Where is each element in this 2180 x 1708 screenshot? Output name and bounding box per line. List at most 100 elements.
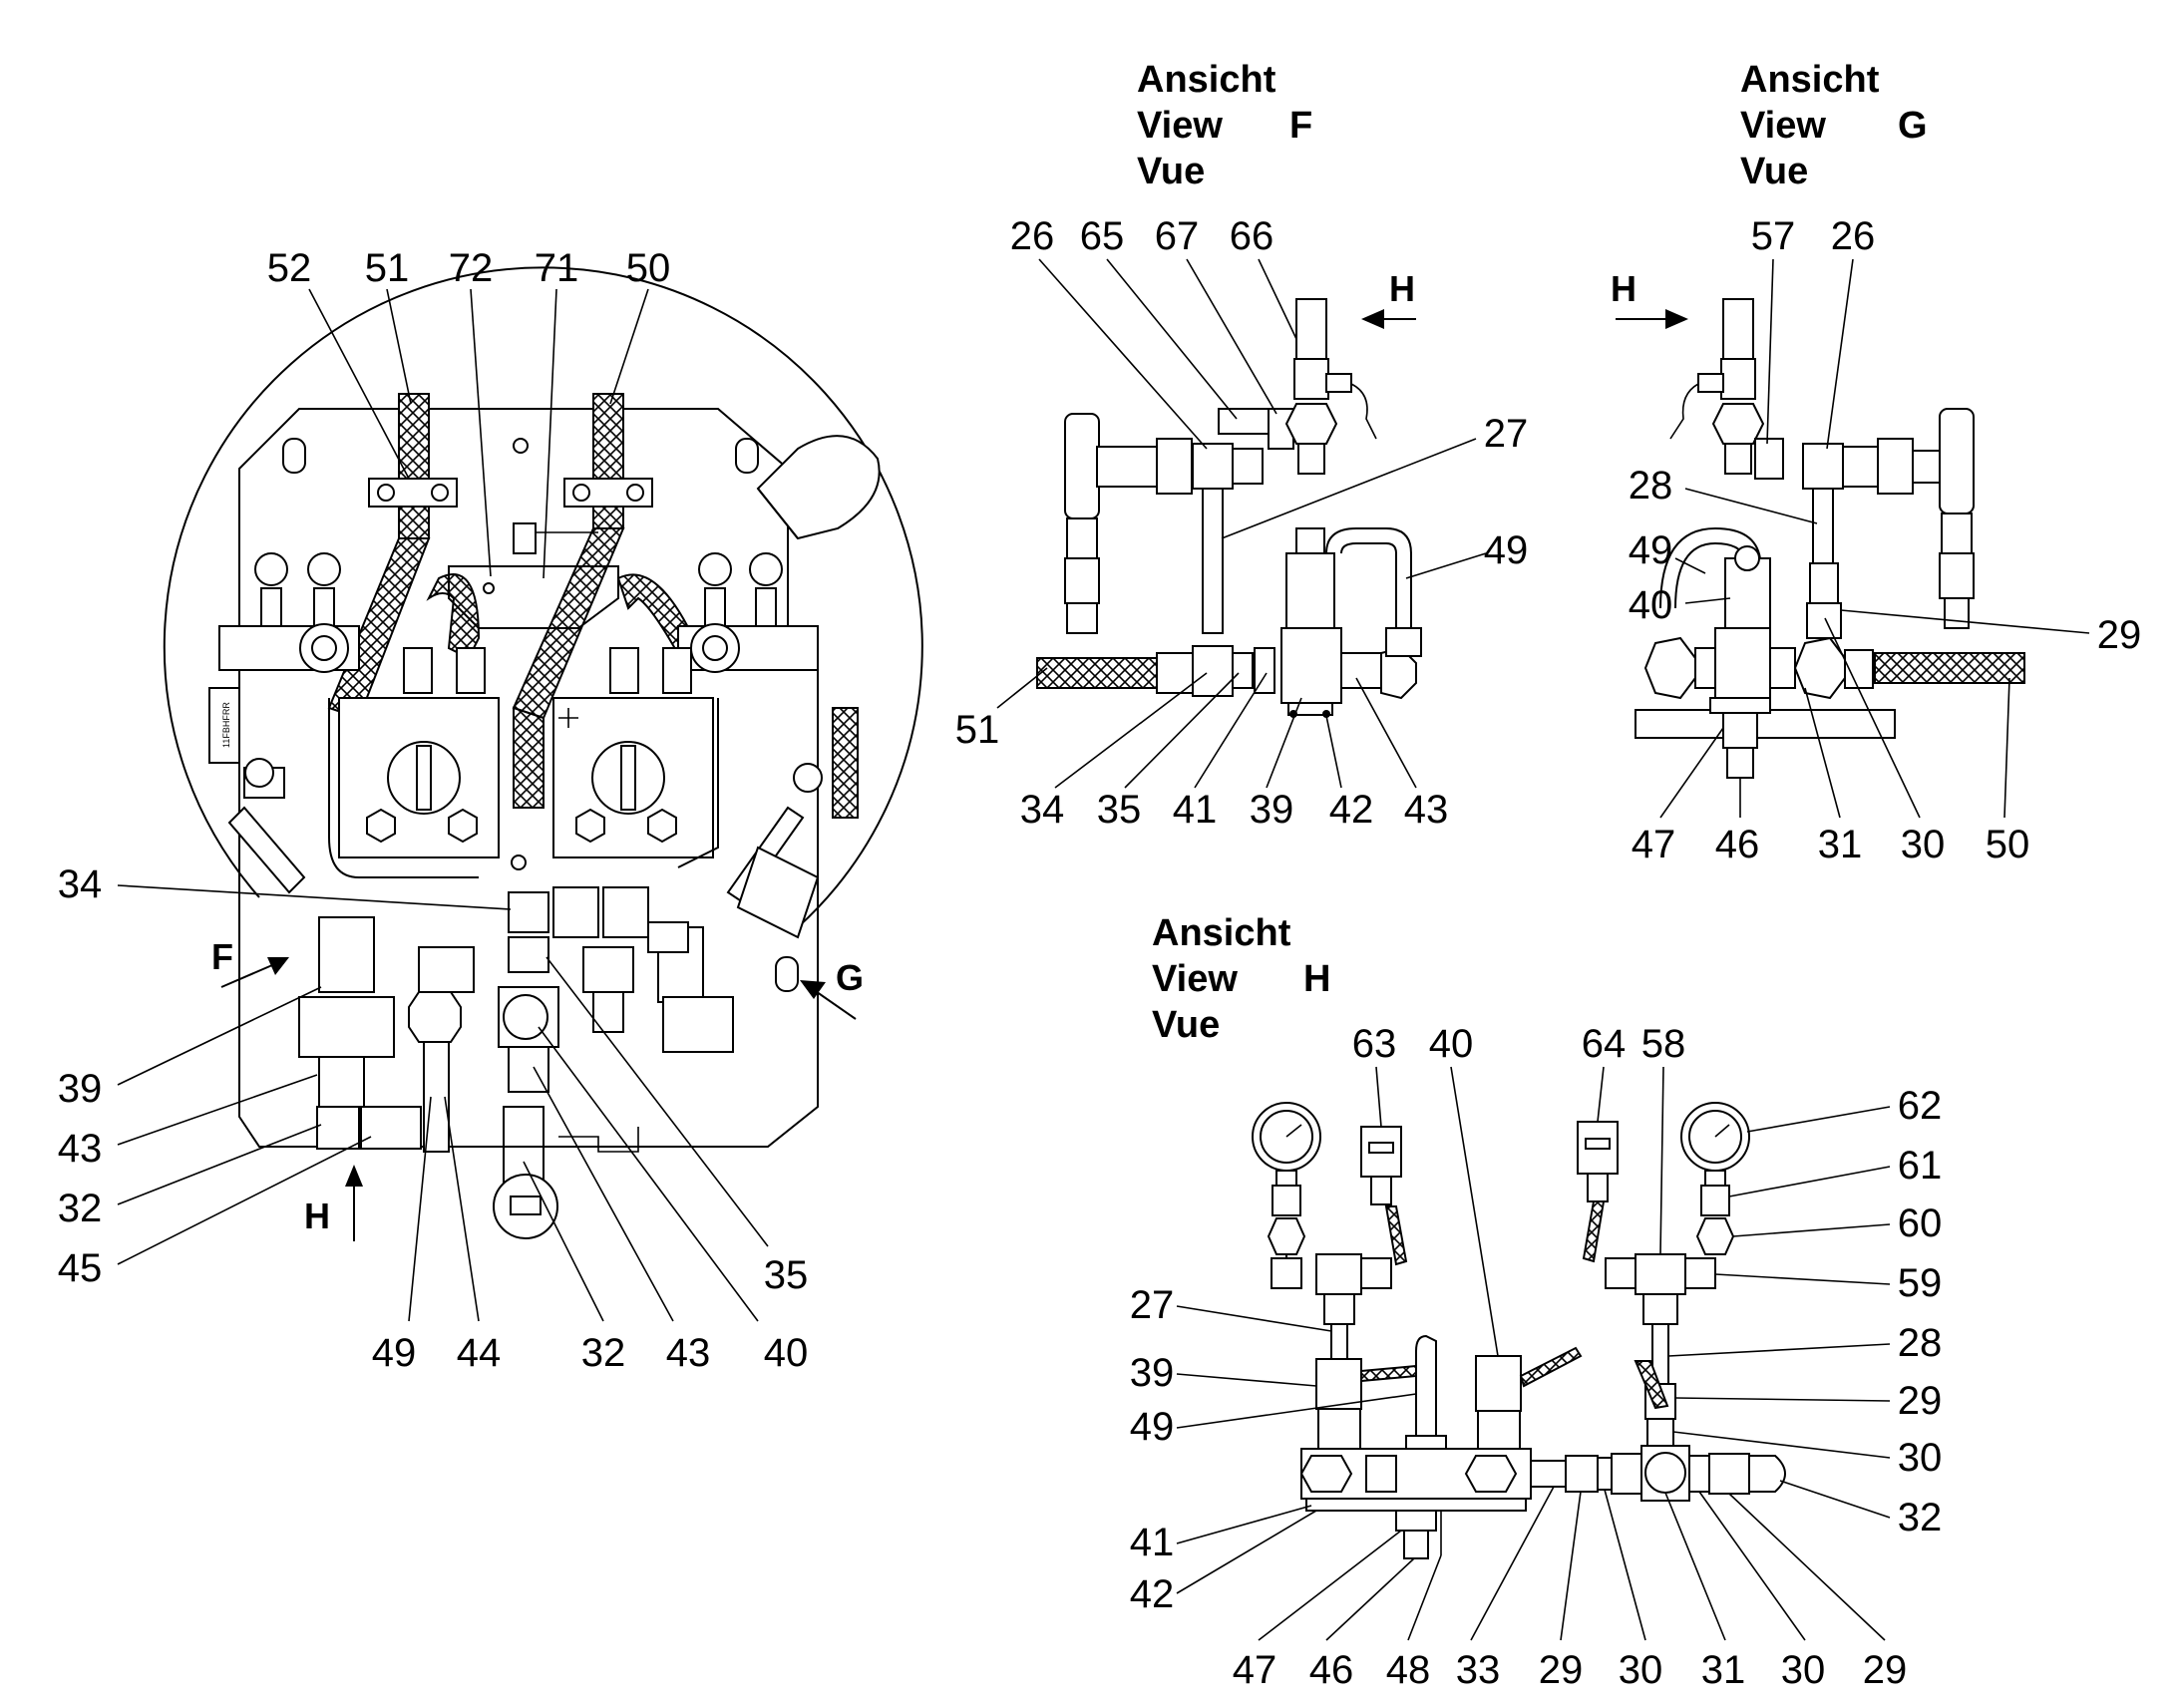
- callout-34: 34: [1020, 788, 1065, 832]
- fitting: [552, 886, 599, 938]
- callout-40: 40: [1629, 583, 1673, 627]
- callout-46: 46: [1715, 823, 1760, 866]
- tee-34: [1192, 645, 1234, 697]
- cap-32: [1748, 1455, 1786, 1493]
- fitting-nut: [793, 763, 823, 793]
- bolt-46: [1403, 1530, 1429, 1559]
- gauge-needle: [1714, 1124, 1730, 1138]
- arrow-H-viewG-label: H: [1611, 268, 1636, 309]
- hex-31: [1793, 636, 1846, 700]
- fitting: [1254, 647, 1275, 694]
- pressure-block: [736, 846, 820, 939]
- callout-40: 40: [1429, 1022, 1474, 1066]
- clamp-bolt: [626, 484, 644, 502]
- fitting-29: [1809, 562, 1839, 604]
- callout-35: 35: [1097, 788, 1142, 832]
- coupling-45: [360, 1106, 422, 1150]
- callout-60: 60: [1898, 1201, 1943, 1245]
- fitting-nut: [254, 552, 288, 586]
- fitting: [1271, 1257, 1302, 1289]
- clamp-bolt: [431, 484, 449, 502]
- main-leaders: [117, 288, 769, 1322]
- fitting: [1605, 1257, 1636, 1289]
- view-F-drawing: [1036, 298, 1422, 718]
- callout-58: 58: [1641, 1022, 1686, 1066]
- hole: [511, 854, 527, 870]
- tee-32: [316, 1106, 360, 1150]
- callout-31: 31: [1701, 1648, 1746, 1692]
- fitting: [1944, 597, 1970, 629]
- hose-center: [513, 706, 545, 809]
- connector: [662, 647, 692, 694]
- connector: [1325, 373, 1352, 393]
- hex: [1643, 636, 1696, 700]
- callout-51: 51: [365, 246, 410, 290]
- callout-61: 61: [1898, 1144, 1943, 1188]
- callout-27: 27: [1484, 412, 1529, 456]
- fitting: [1156, 438, 1193, 495]
- cable: [1350, 383, 1377, 440]
- hex: [1284, 403, 1338, 445]
- solenoid-66: [1295, 298, 1327, 360]
- callout-29: 29: [1898, 1379, 1943, 1423]
- hex-nut: [366, 808, 396, 844]
- hex: [1267, 1217, 1306, 1255]
- callout-42: 42: [1329, 788, 1374, 832]
- fitting: [592, 991, 624, 1033]
- switch-39: [1315, 1358, 1362, 1410]
- valve-ball: [1644, 1452, 1686, 1494]
- arrow-F: F: [211, 936, 289, 988]
- display: [1368, 1142, 1394, 1154]
- washer: [1709, 697, 1771, 714]
- view-G-de: Ansicht: [1740, 59, 1880, 101]
- fitting: [1941, 512, 1973, 554]
- callout-26: 26: [1010, 214, 1055, 258]
- solenoid: [1722, 298, 1754, 360]
- arrow-F-label: F: [211, 936, 233, 977]
- callout-50: 50: [1986, 823, 2030, 866]
- view-F-en: View: [1137, 105, 1223, 147]
- fitting: [1877, 438, 1914, 495]
- view-H-de: Ansicht: [1152, 912, 1291, 954]
- slot-hole: [282, 438, 306, 474]
- valve-39: [318, 916, 375, 993]
- housing-circle: [163, 266, 923, 928]
- callout-39: 39: [1250, 788, 1294, 832]
- fitting: [1611, 1453, 1642, 1495]
- beacon-light: [756, 435, 881, 540]
- nut-47: [1395, 1510, 1437, 1532]
- bracket: [558, 1127, 639, 1153]
- callout-47: 47: [1233, 1648, 1277, 1692]
- main-labels: 52 51 72 71 50 34 39 43 32 45 49 44 32 4…: [58, 246, 809, 1375]
- diagonal-pipe: [227, 806, 306, 894]
- callout-49: 49: [1130, 1405, 1175, 1449]
- hose-right: [832, 707, 859, 819]
- hose-loop-left: [426, 573, 481, 660]
- solenoid: [418, 946, 475, 993]
- beacon-base: [757, 488, 799, 539]
- gauge-needle: [1285, 1124, 1302, 1138]
- callout-44: 44: [457, 1331, 502, 1375]
- nameplate: [208, 687, 240, 764]
- connector: [456, 647, 486, 694]
- nipple-30: [1688, 1455, 1710, 1493]
- callout-41: 41: [1130, 1521, 1175, 1564]
- hose-51: [398, 393, 430, 539]
- callout-29: 29: [1539, 1648, 1584, 1692]
- callout-43: 43: [666, 1331, 711, 1375]
- hose-51: [1036, 657, 1158, 689]
- fitting: [1842, 446, 1879, 488]
- cable: [1582, 1200, 1606, 1263]
- hex: [1299, 1455, 1353, 1493]
- nipple-35: [1232, 652, 1254, 689]
- fitting: [1096, 446, 1158, 488]
- base-plate: [1305, 1498, 1527, 1512]
- fitting-43: [1340, 652, 1382, 689]
- tube-49: [1325, 527, 1412, 638]
- callout-39: 39: [1130, 1351, 1175, 1395]
- switch-40: [1475, 1355, 1522, 1412]
- nipple-30: [1597, 1457, 1613, 1491]
- view-H-drawing: [1252, 1102, 1786, 1559]
- arrow-H-main-label: H: [304, 1196, 330, 1236]
